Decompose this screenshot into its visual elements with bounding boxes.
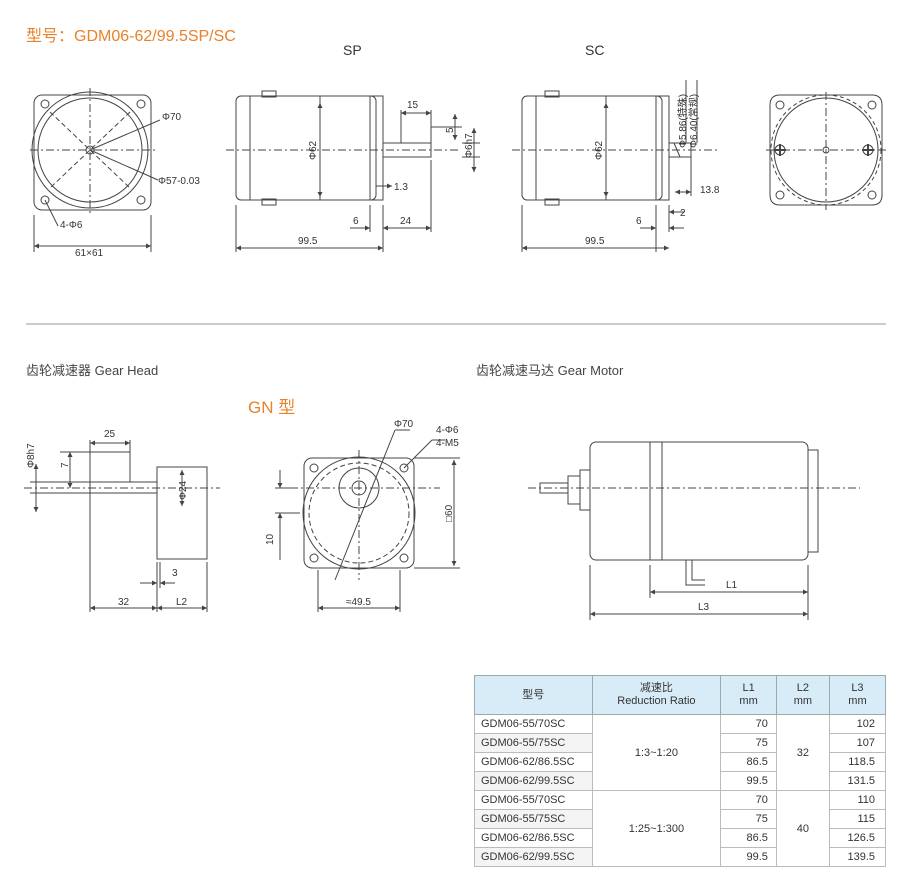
ratio-group-1: 1:3~1:20 [591, 714, 722, 791]
sp-label: SP [343, 42, 362, 58]
motor-rear-view [766, 92, 888, 210]
table-row: GDM06-55/70SC 1:25~1:300 70 40 110 [474, 790, 887, 867]
motor-front-view [30, 88, 161, 252]
dim-32: 32 [118, 597, 130, 608]
dim-61x61: 61×61 [75, 248, 104, 259]
dim-99-5-sp: 99.5 [298, 236, 318, 247]
dim-l3: L3 [698, 602, 710, 613]
dim-2: 2 [680, 208, 686, 219]
dim-l2: L2 [176, 597, 188, 608]
dim-13-8: 13.8 [700, 185, 720, 196]
dim-6-sc: 6 [636, 216, 642, 227]
gear-motor-side-view [528, 441, 860, 620]
gear-head-front-view [275, 429, 460, 612]
dim-phi57: Φ57-0.03 [158, 176, 200, 187]
dim-phi6h7: Φ6h7 [464, 133, 475, 158]
l2-group-1: 32 [775, 714, 830, 791]
dim-5: 5 [445, 127, 456, 133]
gear-motor-heading: 齿轮减速马达 Gear Motor [476, 363, 624, 378]
dim-phi5-86-special: Φ5.86(特殊) [676, 94, 689, 148]
gn-type-label: GN 型 [248, 398, 296, 417]
ratio-group-2: 1:25~1:300 [591, 790, 722, 867]
table-row: GDM06-62/99.5SC 99.5 131.5 [474, 771, 887, 791]
l2-group-2: 40 [775, 790, 830, 867]
dim-24: 24 [400, 216, 412, 227]
dim-phi70: Φ70 [162, 112, 182, 123]
dim-sq60: □60 [444, 504, 455, 522]
dim-15: 15 [407, 100, 419, 111]
gear-head-heading: 齿轮减速器 Gear Head [26, 363, 159, 378]
dim-6: 6 [353, 216, 359, 227]
table-row: GDM06-62/99.5SC 99.5 139.5 [474, 847, 887, 867]
table-row: GDM06-55/70SC 1:3~1:20 70 32 102 [474, 714, 887, 791]
dim-phi8h7: Φ8h7 [26, 443, 37, 468]
dim-phi24: Φ24 [178, 480, 189, 500]
dim-gn-4-phi6: 4-Φ6 [436, 425, 459, 436]
dim-l1: L1 [726, 580, 738, 591]
dim-10: 10 [265, 533, 276, 545]
dim-4-phi6: 4-Φ6 [60, 220, 83, 231]
dim-phi6-40-standard: Φ6.40(常规) [687, 94, 700, 148]
motor-sc-side-view [512, 80, 720, 252]
dim-3: 3 [172, 568, 178, 579]
gear-head-side-view [24, 440, 220, 612]
dim-1-3: 1.3 [394, 182, 408, 193]
dim-gn-phi70: Φ70 [394, 419, 414, 430]
col-model: 型号 [474, 675, 593, 715]
dim-phi62-sp: Φ62 [308, 140, 319, 160]
dim-phi62-sc: Φ62 [594, 140, 605, 160]
dim-99-5-sc: 99.5 [585, 236, 605, 247]
motor-sp-side-view [226, 90, 480, 252]
dim-49-5: ≈49.5 [346, 597, 371, 608]
dim-gn-4-m5: 4-M5 [436, 438, 459, 449]
model-title: 型号：GDM06-62/99.5SP/SC [26, 28, 236, 45]
dim-7: 7 [60, 462, 71, 468]
sc-label: SC [585, 42, 604, 58]
table-row: GDM06-55/75SC 75 115 [474, 809, 887, 829]
dim-25: 25 [104, 429, 116, 440]
